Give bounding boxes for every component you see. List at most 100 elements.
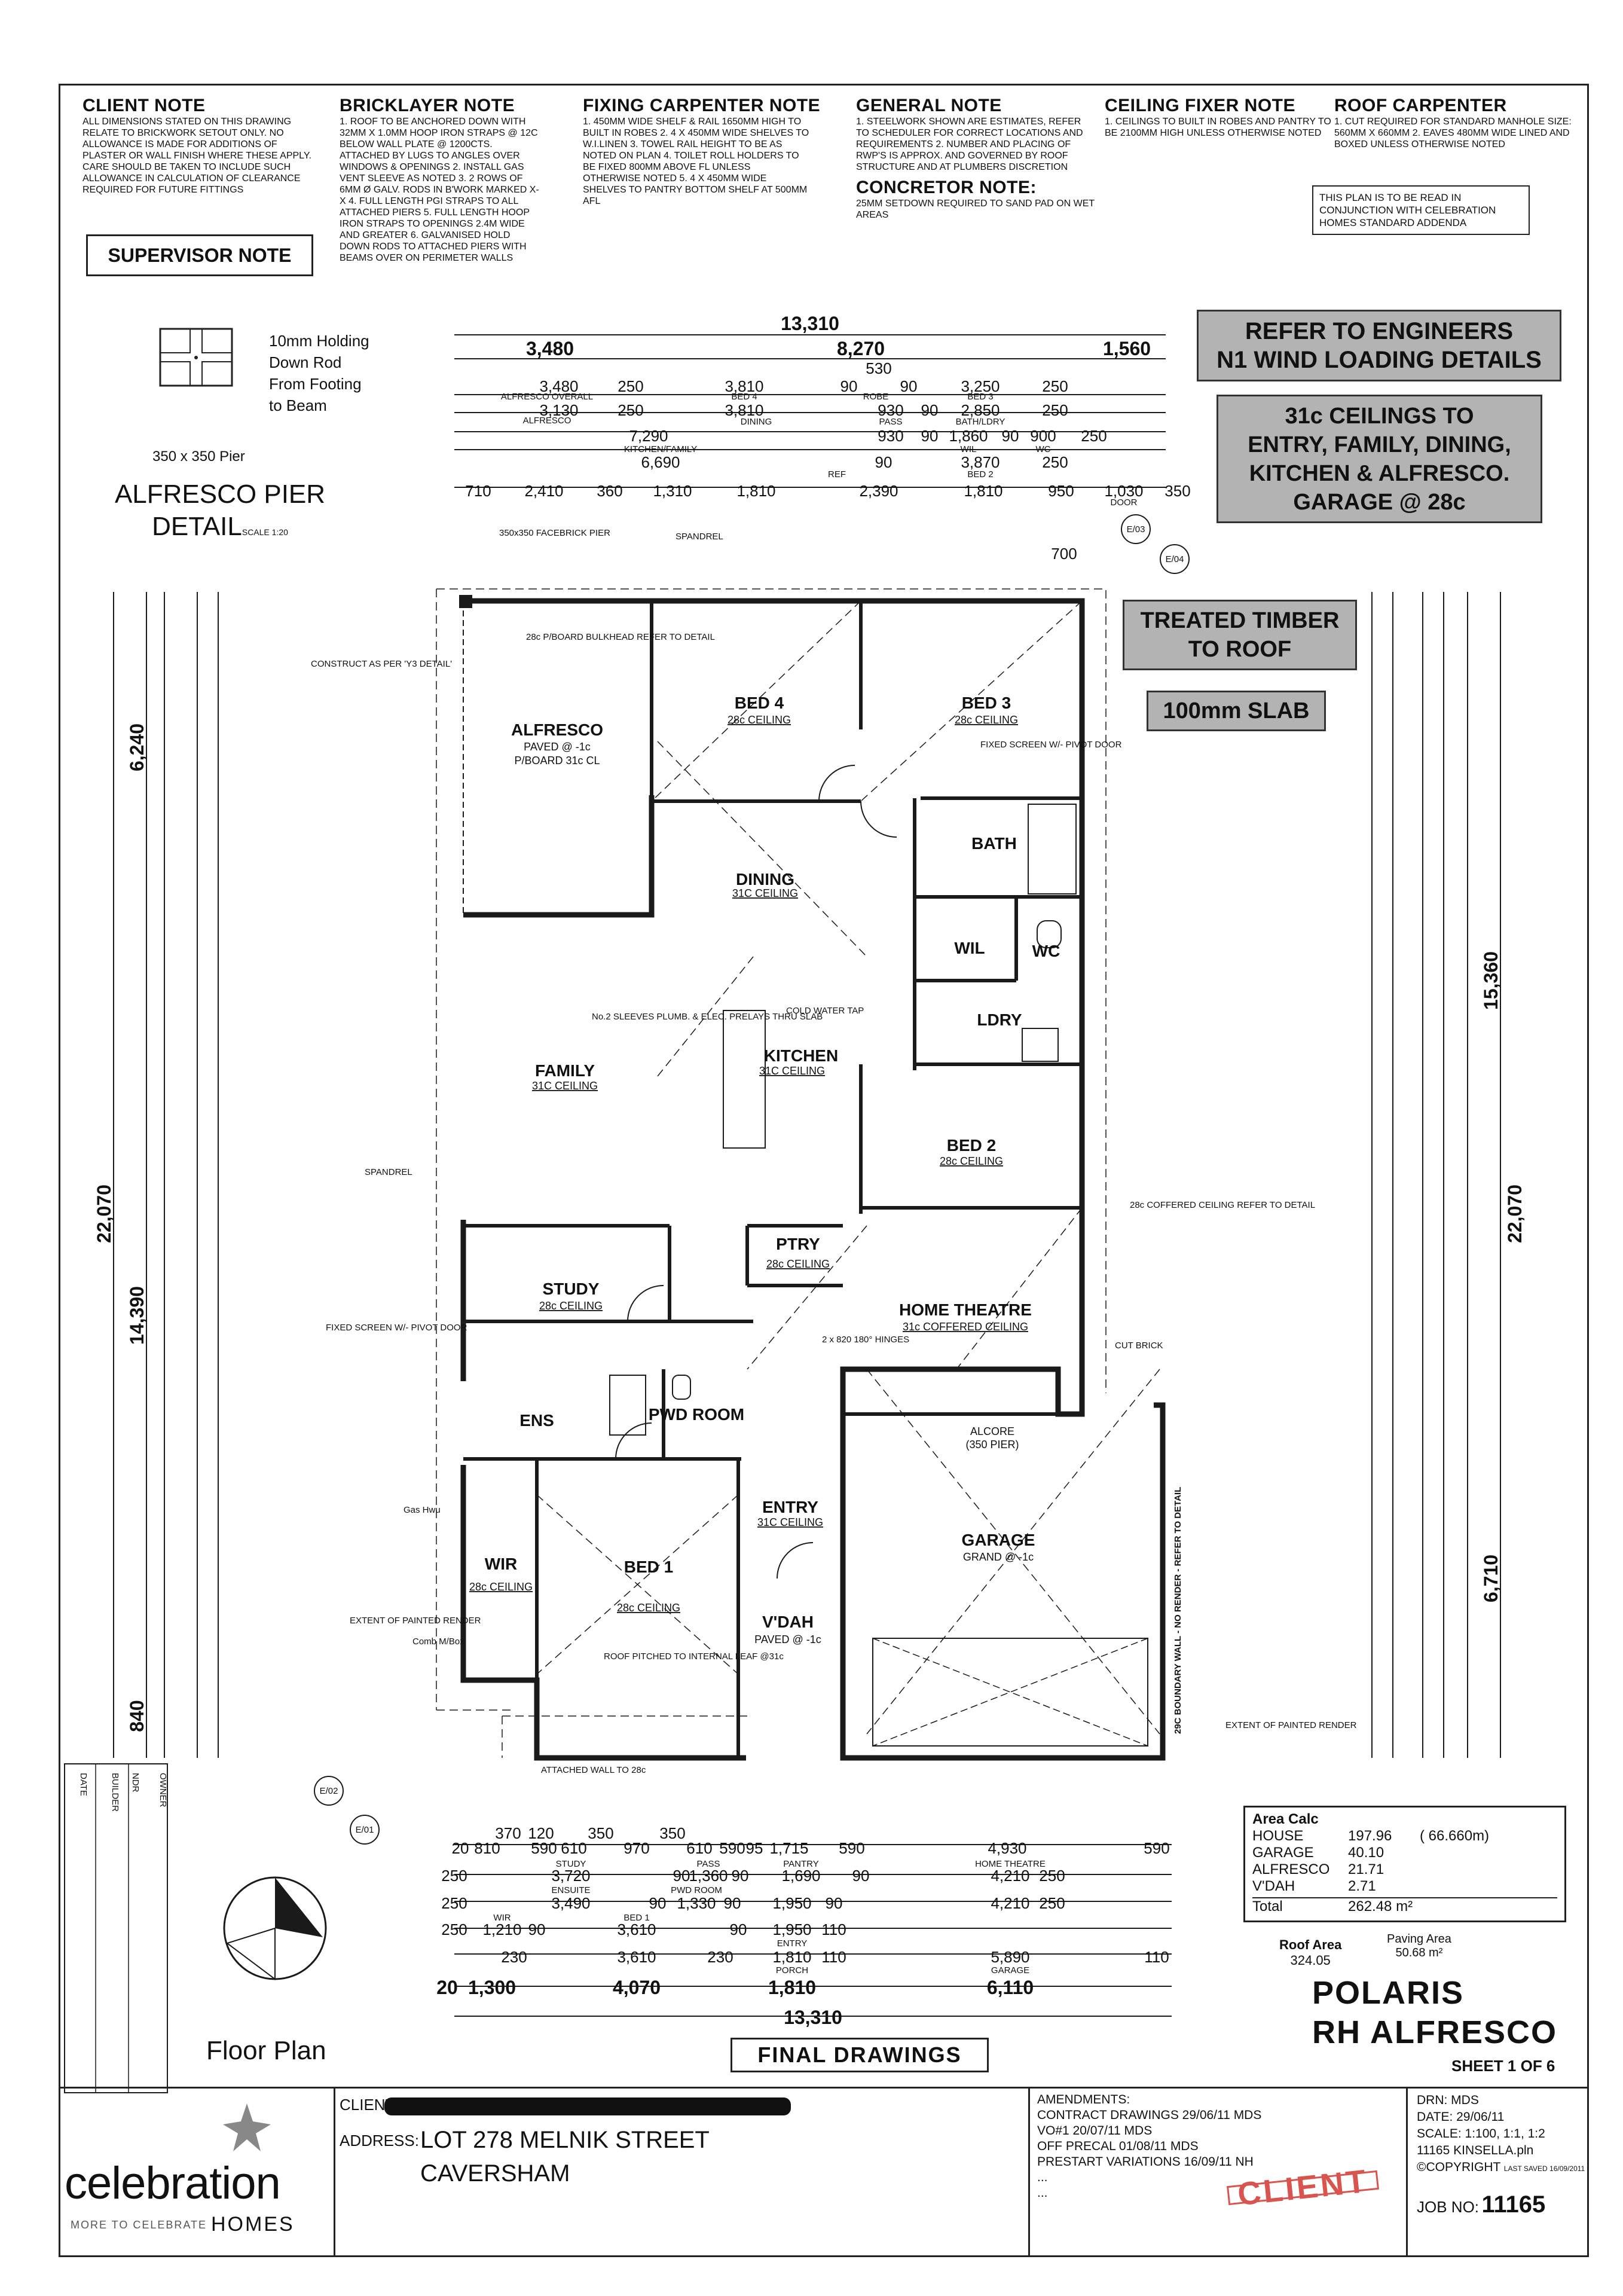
pier-note-line2: Down Rod — [269, 353, 342, 371]
drawing-info: DRN: MDS DATE: 29/06/11 SCALE: 1:100, 1:… — [1417, 2092, 1585, 2177]
dim-b-r4-2: 90 — [528, 1921, 546, 1938]
dim-r3-4: 90 — [1002, 427, 1019, 445]
room-alfresco-floor: PAVED @ -1c — [524, 741, 591, 753]
client-name-redacted — [384, 2097, 791, 2115]
room-family-ceiling: 31C CEILING — [532, 1080, 598, 1092]
dim-b-r1-12: 1,715 — [769, 1839, 808, 1857]
dim-b-lbl-entry: ENTRY — [777, 1938, 808, 1949]
room-vdah-floor: PAVED @ -1c — [754, 1634, 821, 1645]
dim-b-r1-0: 20 — [452, 1839, 469, 1857]
dim-b-r3-1: 3,490 — [551, 1894, 590, 1912]
room-dining-ceiling: 31C CEILING — [732, 887, 798, 899]
address-label: ADDRESS: — [340, 2132, 419, 2150]
dim-b-0: 20 — [436, 1977, 458, 1998]
dim-lbl-kitchen-family: KITCHEN/FAMILY — [624, 444, 697, 454]
dim-b-r1-5: 610 — [561, 1839, 586, 1857]
area-total-label: Total — [1252, 1898, 1283, 1915]
room-wir: WIR — [485, 1555, 517, 1573]
dim-b-r1-6: 350 — [588, 1824, 613, 1842]
final-drawings-label: FINAL DRAWINGS — [730, 2038, 989, 2072]
dim-lbl-alfresco: ALFRESCO — [523, 416, 571, 426]
dim-top-extra-1: 530 — [866, 359, 891, 377]
dim-b-r4-4: 90 — [730, 1921, 747, 1938]
dim-r5-8: 1,030 — [1104, 482, 1143, 500]
dim-b-r3-4: 90 — [724, 1894, 741, 1912]
dim-b-r1-4: 590 — [531, 1839, 557, 1857]
concretor-note-body: 25mm SETDOWN REQUIRED TO SAND PAD ON WET… — [856, 199, 1095, 220]
label-roof-pitched: ROOF PITCHED TO INTERNAL LEAF @31c — [604, 1651, 784, 1662]
pier-note-line1: 10mm Holding — [269, 332, 369, 350]
ceiling-fixer-note-body: 1. CEILINGS TO BUILT IN ROBES AND PANTRY… — [1105, 117, 1331, 138]
label-spandrel-2: SPANDREL — [365, 1167, 412, 1177]
plan-subtitle: RH ALFRESCO — [1312, 2014, 1557, 2050]
amendment-6: ... — [1037, 2186, 1048, 2200]
paving-area-label: Paving Area — [1387, 1932, 1451, 1946]
section-e04: E/04 — [1166, 554, 1184, 564]
room-garage-floor: GRAND @ -1c — [963, 1551, 1034, 1563]
plan-title: POLARIS RH ALFRESCO — [1312, 1973, 1557, 2052]
concretor-note-title: CONCRETOR NOTE: — [856, 178, 1037, 197]
label-cutbrick: CUT BRICK — [1115, 1341, 1163, 1351]
area-alfresco-label: ALFRESCO — [1252, 1861, 1330, 1877]
dim-b-lbl-bed1: BED 1 — [623, 1913, 649, 1923]
dim-r2-6: 250 — [1042, 401, 1068, 419]
dim-r5-4: 1,810 — [736, 482, 775, 500]
amendment-4: PRESTART VARIATIONS 16/09/11 NH — [1037, 2155, 1254, 2169]
dim-b-r2-6: 90 — [852, 1867, 870, 1885]
bricklayer-note-title: BRICKLAYER NOTE — [340, 96, 515, 115]
dim-b-r2-1: 3,720 — [551, 1867, 590, 1885]
sheet-number: SHEET 1 OF 6 — [1451, 2057, 1555, 2075]
fixing-carpenter-note: FIXING CARPENTER NOTE 1. 450mm WIDE SHEL… — [583, 96, 821, 207]
dim-top-alfresco: 3,480 — [526, 338, 574, 359]
dim-lbl-door: DOOR — [1111, 497, 1138, 508]
dim-b-overall: 13,310 — [784, 2007, 842, 2028]
sidebar-date: DATE — [78, 1773, 88, 1796]
dim-r2-4: 90 — [921, 401, 939, 419]
label-boundary-wall: 29C BOUNDARY WALL - NO RENDER - REFER TO… — [1173, 1487, 1183, 1734]
dim-b-lbl-theatre: HOME THEATRE — [975, 1859, 1046, 1869]
room-pwd: PWD ROOM — [649, 1405, 744, 1424]
dim-r2-0: 3,130 — [539, 401, 578, 419]
fixing-carpenter-note-title: FIXING CARPENTER NOTE — [583, 96, 821, 115]
section-e02: E/02 — [320, 1786, 338, 1796]
dim-lbl-alfresco-overall: ALFRESCO OVERALL — [501, 392, 593, 402]
address-line2: CAVERSHAM — [420, 2160, 570, 2187]
room-kitchen-ceiling: 31C CEILING — [759, 1065, 825, 1077]
last-saved: LAST SAVED 16/09/2011 — [1503, 2164, 1585, 2173]
dim-r5-6: 1,810 — [964, 482, 1002, 500]
sidebar-ndr: NDR — [130, 1773, 140, 1793]
dim-r1-0: 3,480 — [539, 377, 578, 395]
dim-b-r2-5: 1,690 — [781, 1867, 820, 1885]
client-note-body: ALL DIMENSIONS STATED ON THIS DRAWING RE… — [82, 117, 311, 195]
north-arrow-icon — [223, 1876, 327, 1980]
room-bed1: BED 1 — [624, 1558, 673, 1576]
area-calc-title: Area Calc — [1252, 1811, 1319, 1827]
dim-b-r5-2: 230 — [707, 1948, 733, 1966]
pier-detail-title: ALFRESCO PIER DETAILSCALE 1:20 — [112, 478, 328, 548]
pier-detail-drawing — [159, 328, 233, 387]
label-spandrel: SPANDREL — [676, 532, 723, 542]
room-alfresco-ceiling: P/BOARD 31c CL — [514, 755, 600, 767]
dim-b-lbl-study: STUDY — [556, 1859, 586, 1869]
addenda-note: THIS PLAN IS TO BE READ IN CONJUNCTION W… — [1312, 185, 1530, 235]
dim-b-r5-0: 230 — [501, 1948, 527, 1966]
label-sleeves: No.2 SLEEVES PLUMB. & ELEC. PRELAYS THRU… — [592, 1012, 823, 1022]
drawn-by: DRN: MDS — [1417, 2093, 1479, 2107]
label-pier: 350x350 FACEBRICK PIER — [499, 528, 610, 538]
pier-size: 350 x 350 Pier — [152, 448, 245, 465]
dim-lbl-bed3: BED 3 — [967, 392, 993, 402]
drawing-date: DATE: 29/06/11 — [1417, 2110, 1505, 2124]
dim-r2-3: 930 — [878, 401, 903, 419]
pier-title-line2: DETAIL — [152, 512, 242, 541]
label-bulkhead: 28c P/BOARD BULKHEAD REFER TO DETAIL — [526, 632, 715, 642]
room-entry-ceiling: 31C CEILING — [757, 1516, 823, 1528]
dim-b-lbl-pass: PASS — [697, 1859, 720, 1869]
drawing-frame — [59, 84, 1589, 2257]
dim-b-lbl-garage: GARAGE — [991, 1965, 1029, 1976]
room-ptry: PTRY — [776, 1235, 820, 1253]
dim-b-r2-2: 90 — [673, 1867, 690, 1885]
drawing-file: 11165 KINSELLA.pln — [1417, 2144, 1534, 2157]
sidebar-builder: BUILDER — [110, 1773, 120, 1812]
section-e03: E/03 — [1127, 524, 1145, 535]
